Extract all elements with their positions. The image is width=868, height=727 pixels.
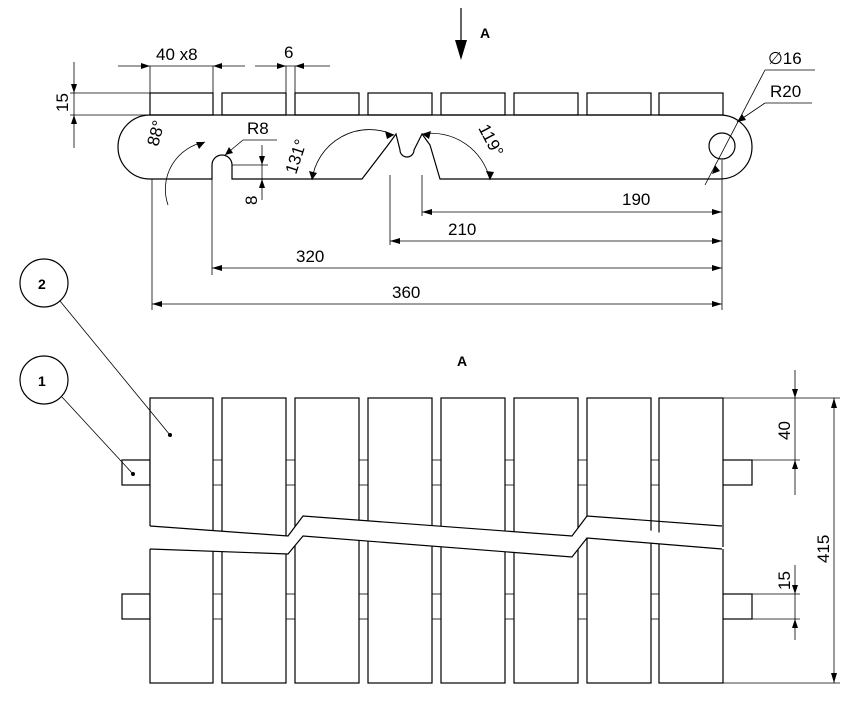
view-title: A: [457, 353, 467, 369]
slat-top-2: [221, 92, 287, 116]
balloon-1: 1: [19, 355, 135, 476]
dim-pin-diameter: ∅16: [768, 49, 802, 68]
angle-arc-mid-left: [311, 129, 395, 181]
dim-rod: 15: [775, 571, 794, 590]
dim-overall: 415: [814, 535, 833, 563]
dim-slat-pitch: 40 x8: [156, 45, 198, 64]
slat-top-8: [658, 92, 724, 116]
angle-mid-right: 119°: [474, 121, 507, 160]
dim-end-radius: R20: [770, 82, 801, 101]
dim-notch-radius: R8: [247, 119, 269, 138]
pin-hole: [708, 132, 736, 160]
slats-lower: [149, 536, 724, 684]
slat-top-4: [367, 92, 433, 116]
slat-top-6: [513, 92, 579, 116]
dim-190: 190: [422, 190, 722, 215]
top-slats: [149, 92, 724, 116]
side-view: 40 x8 6 15 A ∅16 R20 R8 8: [53, 8, 815, 310]
break-line-upper: [149, 515, 723, 537]
angle-mid-left: 131°: [282, 137, 311, 176]
svg-text:320: 320: [296, 247, 324, 266]
slat-top-7: [586, 92, 652, 116]
dim-notch-depth: 8: [242, 196, 261, 205]
slat-top-3: [294, 92, 360, 116]
angle-left: 88°: [144, 118, 169, 148]
dim-slat-height: 15: [53, 93, 72, 112]
plan-view: A: [19, 258, 840, 684]
link-body: [117, 114, 753, 180]
svg-text:1: 1: [38, 373, 46, 389]
angle-arc-left: [164, 141, 206, 206]
svg-text:190: 190: [622, 190, 650, 209]
view-mark: A: [480, 25, 490, 41]
break-line-lower: [149, 535, 723, 558]
dim-210: 210: [390, 220, 722, 244]
svg-text:210: 210: [448, 220, 476, 239]
balloon-2: 2: [19, 258, 172, 437]
dim-320: 320: [212, 247, 722, 271]
dim-gap: 6: [284, 43, 293, 62]
extension-lines: [70, 66, 723, 310]
dim-360: 360: [152, 283, 722, 307]
slat-top-5: [440, 92, 506, 116]
svg-text:2: 2: [38, 276, 46, 292]
angle-arc-mid-right: [421, 132, 491, 181]
slat-top-1: [149, 92, 214, 116]
pins: [121, 459, 753, 620]
svg-text:360: 360: [392, 283, 420, 302]
dim-slat-width: 40: [775, 421, 794, 440]
